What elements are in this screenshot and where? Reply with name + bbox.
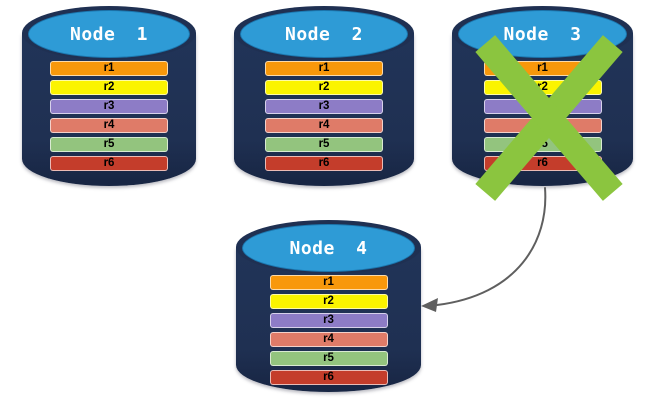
replica-stack: r1 r2 r3 r4 r5 r6	[50, 61, 168, 171]
replica-bar-r6: r6	[265, 156, 383, 171]
arrowhead-icon	[421, 298, 438, 312]
arrow-curve	[436, 187, 547, 306]
replica-bar-r3: r3	[265, 99, 383, 114]
replica-bar-r4: r4	[269, 332, 388, 347]
failure-x-icon	[475, 35, 623, 201]
replica-bar-r4: r4	[265, 118, 383, 133]
node-title: Node 3	[503, 23, 582, 45]
replica-bar-r4: r4	[50, 118, 168, 133]
cylinder-top-face: Node 4	[242, 224, 415, 272]
replica-bar-r1: r1	[50, 61, 168, 76]
replica-bar-r2: r2	[50, 80, 168, 95]
replica-bar-r2: r2	[265, 80, 383, 95]
replica-bar-r5: r5	[265, 137, 383, 152]
node-cylinder-4: Node 4 r1 r2 r3 r4 r5 r6	[236, 220, 421, 392]
replica-bar-r1: r1	[269, 275, 388, 290]
replica-stack: r1 r2 r3 r4 r5 r6	[269, 275, 388, 385]
node-cylinder-2: Node 2 r1 r2 r3 r4 r5 r6	[234, 6, 414, 186]
replica-bar-r3: r3	[269, 313, 388, 328]
cylinder-top-face: Node 1	[28, 10, 190, 58]
node-title: Node 1	[69, 23, 149, 45]
node-cylinder-1: Node 1 r1 r2 r3 r4 r5 r6	[22, 6, 196, 186]
node-title: Node 2	[284, 23, 364, 45]
replica-bar-r5: r5	[50, 137, 168, 152]
replica-stack: r1 r2 r3 r4 r5 r6	[265, 61, 383, 171]
replica-bar-r2: r2	[269, 294, 388, 309]
replica-bar-r1: r1	[265, 61, 383, 76]
replica-bar-r6: r6	[50, 156, 168, 171]
replica-bar-r5: r5	[269, 351, 388, 366]
cylinder-top-face: Node 2	[240, 10, 408, 58]
node-title: Node 4	[289, 237, 368, 259]
replica-bar-r6: r6	[269, 370, 388, 385]
replica-bar-r3: r3	[50, 99, 168, 114]
